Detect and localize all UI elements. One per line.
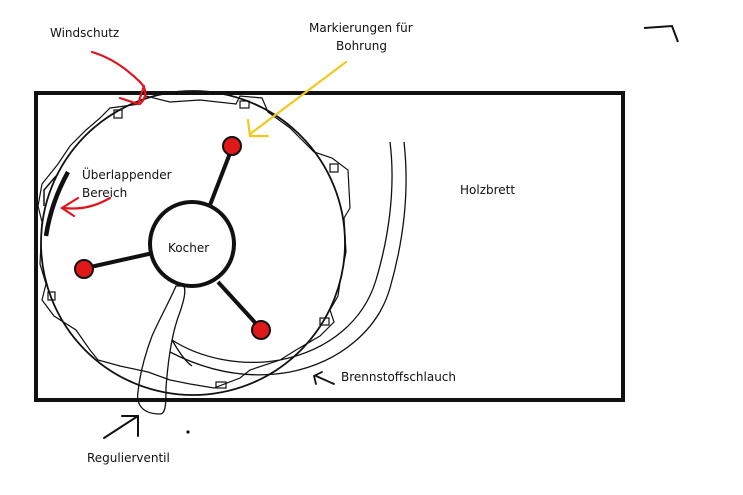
- regulator-valve: [136, 285, 193, 415]
- valve-arrow: [103, 415, 139, 439]
- label-brennstoffschlauch: Brennstoffschlauch: [341, 370, 456, 384]
- drill-marker: [222, 136, 242, 156]
- label-bohrung: Bohrung: [336, 39, 387, 53]
- label-holzbrett: Holzbrett: [460, 183, 515, 197]
- drill-marker: [251, 320, 271, 340]
- label-bereich: Bereich: [82, 186, 127, 200]
- corner-scribble: [643, 24, 679, 43]
- label-kocher: Kocher: [168, 241, 209, 255]
- fuel-hose: [169, 141, 407, 376]
- label-ueberlappender: Überlappender: [82, 166, 172, 182]
- label-markierungen: Markierungen für: [309, 21, 413, 35]
- burner-outer-circle: [40, 90, 346, 396]
- windshield-arrow: [90, 50, 147, 106]
- fuel-hose-arrow: [312, 371, 335, 385]
- stove-circle: [148, 200, 236, 288]
- marker-arrow: [246, 60, 348, 138]
- label-regulierventil: Regulierventil: [87, 451, 170, 465]
- windshield: [37, 95, 351, 389]
- label-windschutz: Windschutz: [50, 26, 119, 40]
- drill-markers: [74, 136, 271, 340]
- wooden-board: [34, 91, 625, 402]
- burner-spokes: [85, 147, 262, 330]
- overlap-section: [43, 170, 70, 237]
- drill-marker: [74, 259, 94, 279]
- overlap-arrow: [59, 196, 112, 218]
